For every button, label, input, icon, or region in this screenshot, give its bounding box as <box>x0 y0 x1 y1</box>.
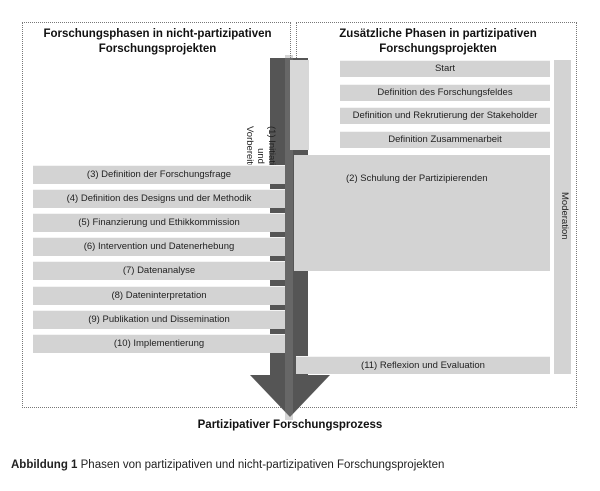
step-forschungsfeld: Definition des Forschungsfeldes <box>340 84 550 101</box>
phase11-bar: (11) Reflexion und Evaluation <box>296 356 550 374</box>
phase2-block <box>294 155 550 271</box>
arrow-label: Partizipativer Forschungsprozess <box>197 419 383 431</box>
phase5-bar: (5) Finanzierung und Ethikkommission <box>33 213 285 232</box>
phase3-bar: (3) Definition der Forschungsfrage <box>33 165 285 184</box>
phase9-bar: (9) Publikation und Dissemination <box>33 310 285 329</box>
figure-caption: Abbildung 1 Phasen von partizipativen un… <box>11 459 596 471</box>
phase10-bar: (10) Implementierung <box>33 334 285 353</box>
phase1-block <box>290 60 309 150</box>
step-start: Start <box>340 60 550 77</box>
phase4-bar: (4) Definition des Designs und der Metho… <box>33 189 285 208</box>
step-zusammenarbeit: Definition Zusammenarbeit <box>340 131 550 148</box>
step-stakeholder: Definition und Rekrutierung der Stakehol… <box>340 107 550 124</box>
caption-text: Phasen von partizipativen und nicht-part… <box>80 459 445 471</box>
phase2-label: (2) Schulung der Partizipierenden <box>346 173 488 184</box>
phase7-bar: (7) Datenanalyse <box>33 261 285 280</box>
phase8-bar: (8) Dateninterpretation <box>33 286 285 305</box>
moderation-label: Moderation <box>559 192 570 240</box>
right-heading: Zusätzliche Phasen in partizipativen For… <box>339 28 537 55</box>
moderation-bar <box>554 60 571 374</box>
caption-label: Abbildung 1 <box>11 459 78 471</box>
phase6-bar: (6) Intervention und Datenerhebung <box>33 237 285 256</box>
left-heading: Forschungsphasen in nicht-partizipativen… <box>43 28 272 55</box>
